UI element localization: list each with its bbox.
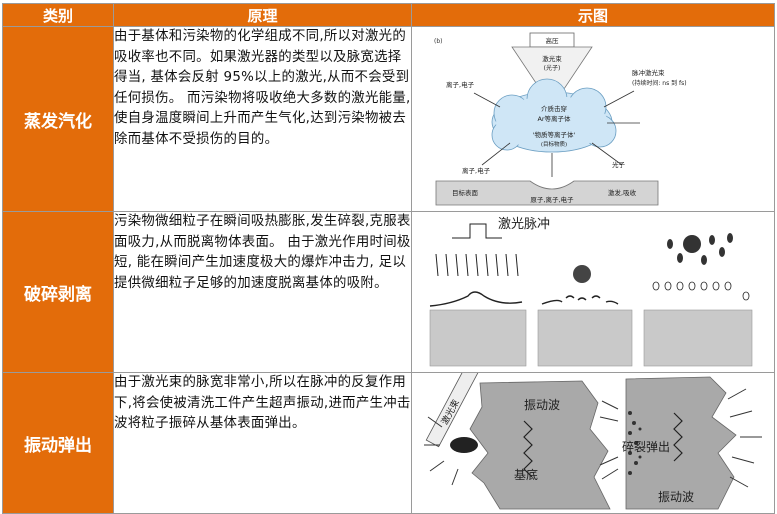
particle-ball: [573, 265, 591, 283]
cloud-label-2: Ar等离子体: [537, 114, 571, 123]
target-surface-label: 目标表面: [452, 188, 479, 197]
debris-pieces: [667, 233, 733, 265]
substrate-block-3: [643, 309, 753, 367]
emission-arrows-left: [424, 416, 459, 486]
lower-left-particles-label: 离子,电子: [462, 166, 491, 175]
category-cell: 振动弹出: [2, 372, 114, 514]
table-row: 蒸发汽化 由于基体和污染物的化学组成不同,所以对激光的吸收率也不同。如果激光器的…: [2, 26, 775, 212]
pulse-duration-label: (持续时间: ns 到 fs): [632, 79, 687, 87]
category-cell: 破碎剥离: [2, 211, 114, 373]
high-pressure-label: 高压: [546, 36, 560, 45]
left-particles-label: 离子,电子: [446, 80, 475, 89]
center-arrows: [599, 400, 619, 480]
absorption-label: 激发,吸收: [608, 188, 637, 197]
category-cell: 蒸发汽化: [2, 26, 114, 212]
header-diagram: 示图: [411, 3, 775, 27]
expanding-particle: [429, 291, 523, 307]
small-droplets: [652, 281, 750, 301]
broken-ejection-label: 碎裂弹出: [622, 439, 670, 454]
substrate-block-2: [537, 309, 633, 367]
laser-beam: 激光束: [425, 373, 479, 448]
fragments: [541, 295, 619, 305]
principle-cell: 污染物微细粒子在瞬间吸热膨胀,发生碎裂,克服表面吸力,从而脱离物体表面。 由于激…: [113, 211, 412, 373]
substrate-label: 基底: [514, 467, 538, 482]
cloud-label-4: (目标物质): [541, 140, 567, 148]
beam-sublabel: (光子): [544, 64, 561, 72]
header-category: 类别: [2, 3, 114, 27]
plasma-cloud: [491, 78, 617, 153]
wave-zigzag-right: [673, 412, 683, 462]
principle-cell: 由于基体和污染物的化学组成不同,所以对激光的吸收率也不同。如果激光器的类型以及脉…: [113, 26, 412, 212]
diagram-cell: 激光束 振动波 基底: [411, 372, 775, 514]
pulse-label: 激光脉冲: [498, 217, 550, 232]
evaporation-diagram: (b) 高压 激光束 (光子) 介质击穿: [434, 32, 687, 206]
laser-arrows: [435, 253, 519, 277]
header-principle: 原理: [113, 3, 412, 27]
table-row: 振动弹出 由于激光束的脉宽非常小,所以在脉冲的反复作用下,将会使被清洗工件产生超…: [2, 372, 775, 514]
substrate-block-1: [429, 309, 527, 367]
broken-particles: [628, 411, 642, 475]
wave-zigzag-left: [523, 420, 533, 478]
vibration-wave-label-bottom: 振动波: [658, 490, 694, 504]
pulse-waveform: [452, 223, 502, 239]
vibration-diagram: 激光束 振动波 基底: [424, 373, 762, 510]
contaminant-spot: [450, 437, 478, 453]
cleaning-mechanism-table: 类别 原理 示图 蒸发汽化 由于基体和污染物的化学组成不同,所以对激光的吸收率也…: [2, 3, 775, 514]
photon-label: 光子: [612, 160, 626, 169]
vibration-wave-label-top: 振动波: [524, 398, 560, 412]
beam-label: 激光束: [542, 54, 562, 63]
fragmentation-diagram: 激光脉冲: [429, 217, 753, 367]
figure-tag: (b): [434, 38, 443, 45]
header-row: 类别 原理 示图: [2, 3, 775, 27]
emission-arrows: [473, 90, 640, 177]
substrate-left: [469, 380, 611, 510]
cloud-label-1: 介质击穿: [541, 104, 567, 113]
diagram-cell: 激光脉冲: [411, 211, 775, 373]
target-surface: [435, 180, 659, 206]
principle-cell: 由于激光束的脉宽非常小,所以在脉冲的反复作用下,将会使被清洗工件产生超声振动,进…: [113, 372, 412, 514]
substrate-right: [625, 376, 737, 510]
diagram-cell: (b) 高压 激光束 (光子) 介质击穿: [411, 26, 775, 212]
table-row: 破碎剥离 污染物微细粒子在瞬间吸热膨胀,发生碎裂,克服表面吸力,从而脱离物体表面…: [2, 211, 775, 373]
cloud-label-3: '物质等离子体': [533, 130, 576, 139]
pulse-beam-label: 脉冲激光束: [632, 68, 665, 77]
atoms-ions-label: 原子,离子,电子: [530, 195, 574, 204]
emission-arrows-right: [727, 388, 762, 488]
ejected-particle: [683, 235, 701, 253]
